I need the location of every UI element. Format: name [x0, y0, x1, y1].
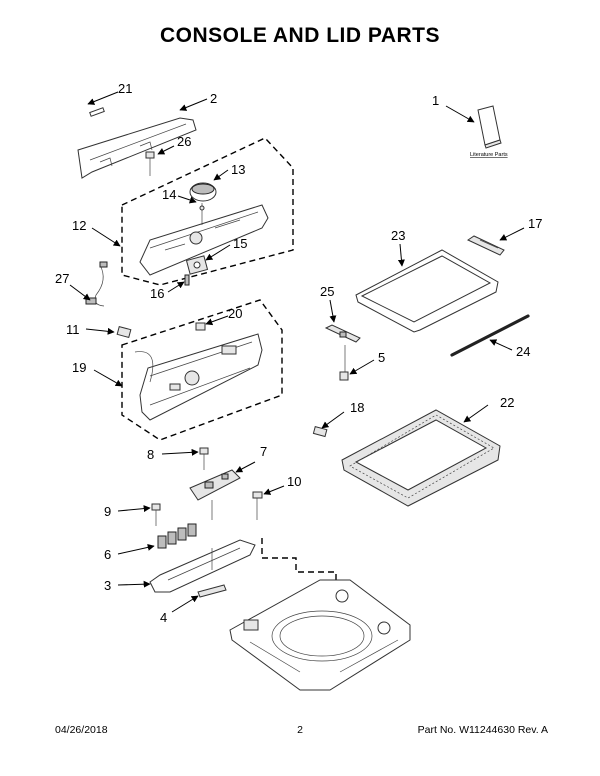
literature-parts: Literature Parts	[470, 105, 508, 158]
callout-19: 19	[72, 360, 86, 375]
led-16	[184, 274, 190, 286]
console-cap	[77, 117, 197, 179]
console-group-outline	[121, 137, 294, 286]
callout-8: 8	[147, 447, 154, 462]
callout-1: 1	[432, 93, 439, 108]
bracket-3	[149, 539, 256, 593]
callout-21: 21	[118, 81, 132, 96]
callout-18: 18	[350, 400, 364, 415]
screw-5	[339, 371, 349, 381]
screw-9	[151, 503, 161, 526]
callout-23: 23	[391, 228, 405, 243]
footer-part-number: Part No. W11244630 Rev. A	[417, 724, 548, 736]
lid-23	[355, 249, 499, 333]
page-title: CONSOLE AND LID PARTS	[159, 24, 440, 47]
screw-8	[199, 447, 209, 470]
strip-4	[197, 584, 227, 598]
console-back-group-outline	[121, 299, 283, 441]
callout-11: 11	[66, 322, 80, 337]
clip-20	[195, 322, 206, 331]
screw-11	[116, 325, 132, 339]
callout-20: 20	[228, 306, 242, 321]
screw-10	[252, 491, 263, 520]
switch-15	[185, 255, 209, 275]
screw-18	[312, 425, 328, 438]
callout-22: 22	[500, 395, 514, 410]
callout-17: 17	[528, 216, 542, 231]
control-board-7	[189, 469, 241, 520]
callout-7: 7	[260, 444, 267, 459]
leader-lines	[69, 91, 525, 613]
wire-harness-route	[261, 538, 337, 580]
callout-27: 27	[55, 271, 69, 286]
callout-15: 15	[233, 236, 247, 251]
wire-27	[85, 261, 108, 307]
console-panel	[139, 204, 269, 276]
callout-2: 2	[210, 91, 217, 106]
hinge-25	[324, 324, 361, 372]
callout-25: 25	[320, 284, 334, 299]
buttons-6	[157, 523, 197, 549]
callout-6: 6	[104, 547, 111, 562]
top-deck	[229, 579, 411, 691]
callout-numbers: 21 2 26 13 14 12 15 16 27 11 20 19 8 7 1…	[55, 81, 542, 625]
callout-16: 16	[150, 286, 164, 301]
footer-page-number: 2	[297, 724, 303, 736]
screw-26	[145, 151, 155, 176]
shaft-14	[199, 203, 205, 225]
callout-14: 14	[162, 187, 176, 202]
callout-24: 24	[516, 344, 530, 359]
seal-24	[450, 314, 530, 357]
console-housing-19	[134, 333, 263, 421]
footer-date: 04/26/2018	[55, 724, 108, 736]
callout-13: 13	[231, 162, 245, 177]
literature-label: Literature Parts	[470, 152, 508, 158]
callout-4: 4	[160, 610, 167, 625]
knob-13	[189, 182, 217, 202]
callout-26: 26	[177, 134, 191, 149]
callout-3: 3	[104, 578, 111, 593]
hinge-17	[466, 235, 505, 256]
callout-5: 5	[378, 350, 385, 365]
callout-10: 10	[287, 474, 301, 489]
screw-21	[89, 107, 105, 117]
callout-9: 9	[104, 504, 111, 519]
callout-12: 12	[72, 218, 86, 233]
lid-frame-22	[341, 409, 501, 507]
